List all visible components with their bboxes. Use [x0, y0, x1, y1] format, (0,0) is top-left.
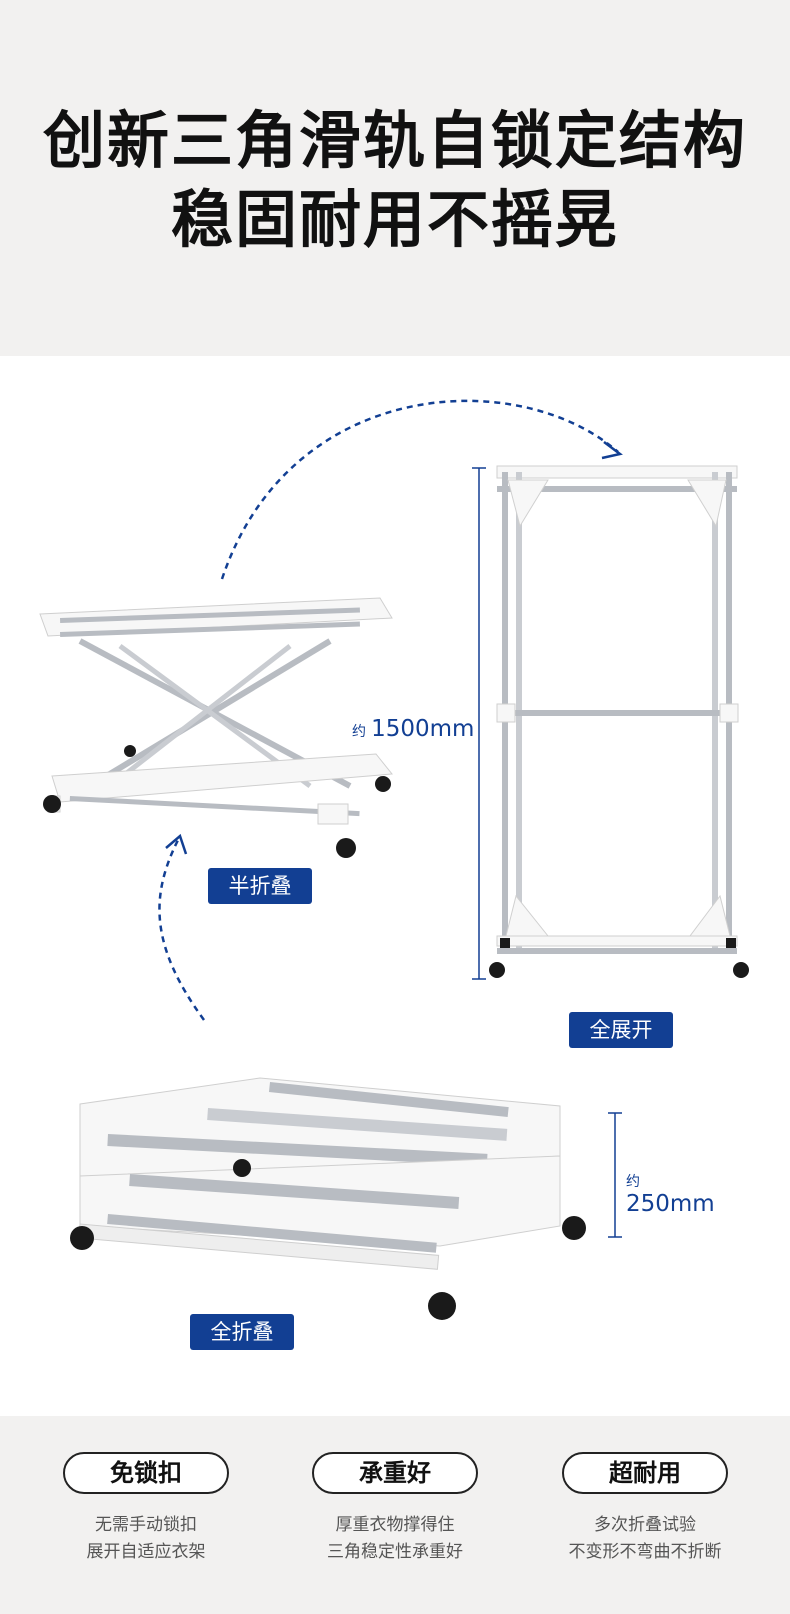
feature-load-bearing: 承重好 厚重衣物撑得住 三角稳定性承重好 [312, 1452, 478, 1566]
arrow-half-to-open [220, 399, 619, 580]
label-half-fold: 半折叠 [208, 868, 312, 904]
label-full-open: 全展开 [569, 1012, 673, 1048]
arrow-fold-to-half [158, 839, 206, 1021]
dimension-folded-height: 约 250mm [626, 1174, 715, 1218]
dimension-open-height: 约 1500mm [352, 716, 474, 742]
arrow-head-open [601, 441, 623, 460]
features-section: 免锁扣 无需手动锁扣 展开自适应衣架 承重好 厚重衣物撑得住 三角稳定性承重好 … [0, 1416, 790, 1614]
arrow-head-half [165, 833, 188, 855]
feature-title: 超耐用 [562, 1452, 728, 1494]
rack-illustration [39, 399, 749, 1320]
feature-title: 承重好 [312, 1452, 478, 1494]
label-full-fold: 全折叠 [190, 1314, 294, 1350]
feature-desc-line-2: 展开自适应衣架 [86, 1542, 206, 1562]
dimension-open-prefix: 约 [352, 724, 366, 740]
rack-full-open [489, 465, 749, 978]
feature-desc-line-1: 厚重衣物撑得住 [335, 1515, 455, 1535]
feature-title: 免锁扣 [63, 1452, 229, 1494]
feature-no-lock: 免锁扣 无需手动锁扣 展开自适应衣架 [63, 1452, 229, 1566]
rack-half-fold [39, 597, 393, 858]
dimension-folded-value: 250mm [626, 1190, 715, 1217]
feature-desc-line-2: 不变形不弯曲不折断 [568, 1542, 722, 1562]
headline-line-2: 稳固耐用不摇晃 [170, 183, 619, 256]
feature-desc-line-1: 无需手动锁扣 [95, 1515, 197, 1535]
rack-full-fold [70, 1077, 586, 1320]
product-illustration-area: 半折叠 全展开 全折叠 约 1500mm 约 250mm [0, 356, 790, 1416]
headline-line-1: 创新三角滑轨自锁定结构 [42, 104, 747, 177]
feature-desc-line-1: 多次折叠试验 [594, 1515, 696, 1535]
header-banner: 创新三角滑轨自锁定结构 稳固耐用不摇晃 [0, 0, 790, 356]
feature-durable: 超耐用 多次折叠试验 不变形不弯曲不折断 [562, 1452, 728, 1566]
dimension-folded-prefix: 约 [626, 1174, 640, 1190]
dimension-open-value: 1500mm [371, 716, 475, 742]
feature-desc-line-2: 三角稳定性承重好 [327, 1542, 463, 1562]
